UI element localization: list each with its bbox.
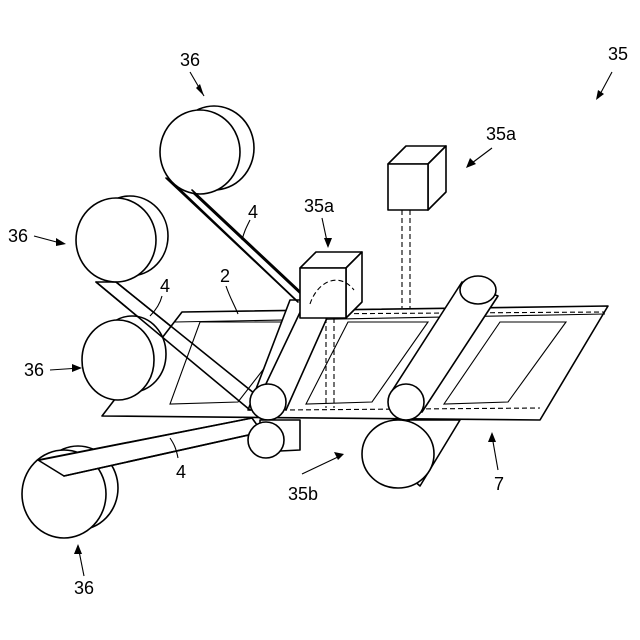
label-camera-lower: 35a xyxy=(304,196,335,216)
conveyor-roller-lower xyxy=(362,420,460,488)
label-conveyor: 7 xyxy=(494,474,504,494)
reel-upper-left xyxy=(76,196,168,282)
label-reel-upper-left: 36 xyxy=(8,226,28,246)
label-camera-upper: 35a xyxy=(486,124,517,144)
label-reel-middle-left: 36 xyxy=(24,360,44,380)
camera-upper xyxy=(388,146,446,308)
panel-sheet xyxy=(102,306,608,420)
film-strip-upper xyxy=(168,178,320,312)
label-panel: 2 xyxy=(220,266,230,286)
label-assembly: 35 xyxy=(608,44,628,64)
label-film-middle: 4 xyxy=(160,276,170,296)
nip-roller-lower xyxy=(248,420,300,458)
label-film-lower: 4 xyxy=(176,462,186,482)
reel-top xyxy=(160,106,254,194)
label-reel-top: 36 xyxy=(180,50,200,70)
label-film-upper: 4 xyxy=(248,202,258,222)
label-reel-bottom: 36 xyxy=(74,578,94,598)
label-camera-b: 35b xyxy=(288,484,318,504)
